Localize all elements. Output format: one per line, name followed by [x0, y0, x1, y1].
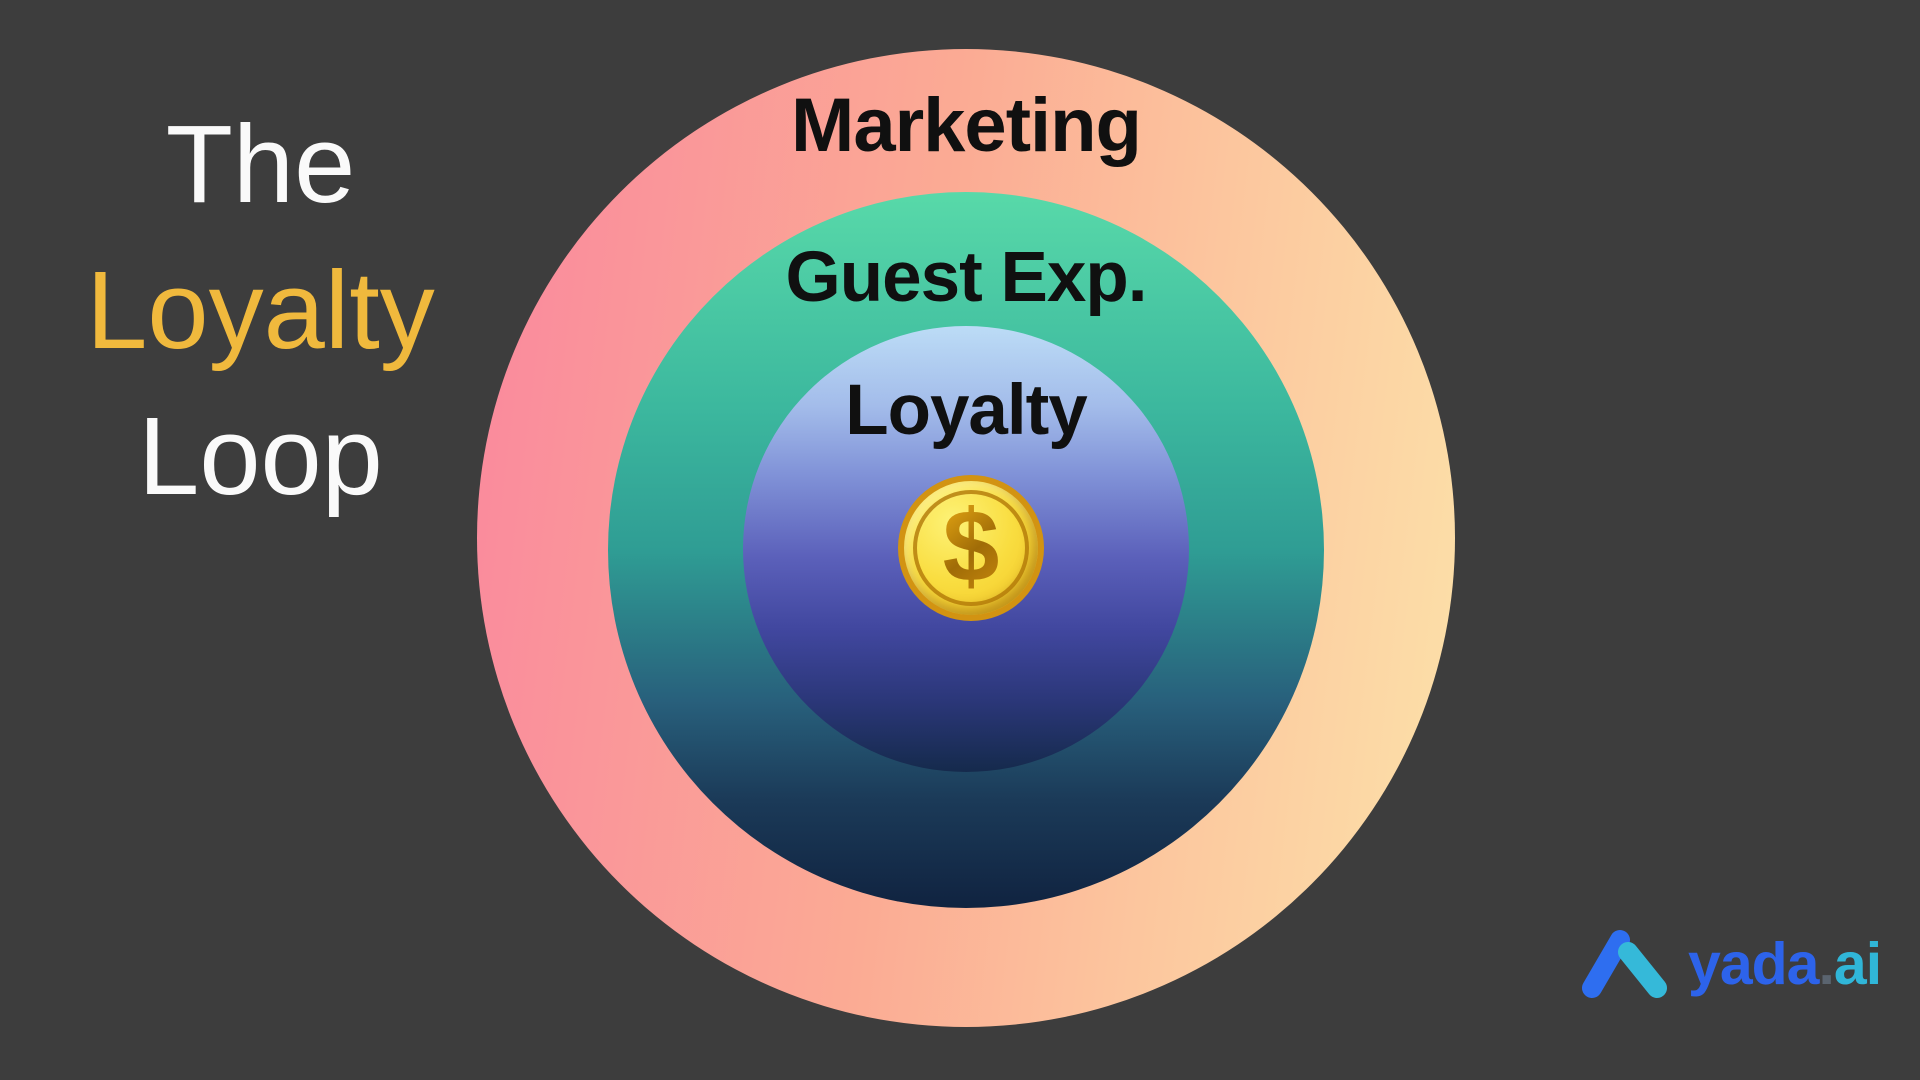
- logo-text: yada.ai: [1688, 935, 1882, 1000]
- logo-suffix: ai: [1833, 931, 1882, 997]
- ring-label-marketing: Marketing: [791, 83, 1142, 168]
- title-line-the: The: [165, 103, 356, 226]
- yada-ai-logo: yada.ai: [1578, 926, 1882, 1000]
- dollar-coin-icon: $: [898, 475, 1044, 621]
- logo-name: yada: [1688, 931, 1819, 997]
- ring-label-loyalty: Loyalty: [845, 371, 1088, 450]
- title-line-loop: Loop: [138, 395, 383, 518]
- dollar-sign: $: [942, 489, 1000, 603]
- title-line-loyalty: Loyalty: [86, 249, 435, 372]
- logo-dot: .: [1818, 931, 1834, 997]
- page-title: The Loyalty Loop: [38, 92, 483, 530]
- ring-label-guest-exp: Guest Exp.: [785, 238, 1148, 317]
- chevron-icon: [1582, 930, 1667, 998]
